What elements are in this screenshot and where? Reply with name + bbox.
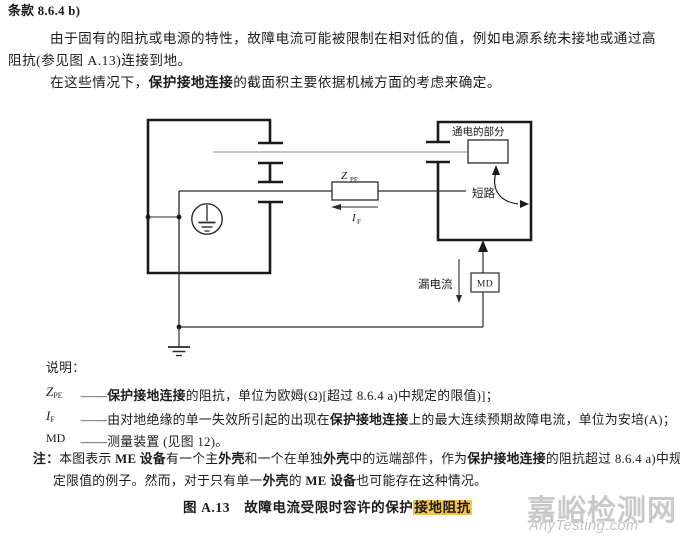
note-label: 注： [33, 452, 60, 466]
watermark-cn: 嘉峪检测网 [527, 495, 678, 527]
legend-text-md: ——测量装置 (见图 12)。 [81, 431, 228, 450]
dash: —— [81, 413, 108, 427]
note-text: 也可能存在这种情况。 [356, 474, 488, 488]
legend-symbol-zpe: ZPE [46, 384, 63, 400]
legend-symbol-if: IF [46, 408, 55, 424]
junction-dot [176, 214, 182, 220]
bold-term: ME 设备 [115, 452, 167, 466]
z-pe-subscript: PE [350, 176, 358, 184]
md-label: MD [477, 280, 493, 290]
fault-current-arrowhead [331, 204, 341, 210]
bold-term: 保护接地连接 [467, 452, 546, 466]
watermark-en: AnyTesting.com [529, 518, 639, 534]
live-part-box [467, 139, 509, 164]
paragraph2-pre: 在这些情况下， [50, 75, 149, 90]
paragraph1-line2: 阻抗(参见图 A.13)连接到地。 [8, 53, 192, 68]
text: 的阻抗，单位为欧姆(Ω)[超过 8.6.4 a)中规定的限值)]； [185, 389, 499, 403]
short-circuit-curve [494, 171, 519, 205]
leakage-arrowhead-down [456, 295, 462, 303]
note-text: 的阻抗超过 8.6.4 a)中规 [545, 452, 680, 466]
z-pe-symbol: Z [341, 170, 348, 182]
legend-text-if: ——由对地绝缘的单一失效所引起的出现在保护接地连接上的最大连续预期故障电流，单位… [81, 409, 676, 428]
dash: —— [81, 435, 108, 449]
note-text: 本图表示 [59, 452, 116, 466]
note-text: 和一个在单独 [244, 452, 324, 466]
i-f-symbol: I [351, 212, 357, 224]
paragraph2-post: 的截面积主要依据机械方面的考虑来确定。 [233, 75, 501, 90]
text: 测量装置 (见图 12)。 [107, 435, 229, 449]
bold-term: 保护接地连接 [329, 413, 409, 427]
i-f-subscript: F [357, 218, 361, 226]
leakage-current-label: 漏电流 [418, 277, 453, 291]
main-enclosure-feedthrough-bars [258, 141, 283, 204]
note-line2: 定限值的例子。然而，对于只有单一外壳的 ME 设备也可能存在这种情况。 [53, 474, 487, 489]
remote-enclosure-outline [436, 120, 533, 242]
bold-term: 外壳 [262, 474, 289, 488]
md-arrowhead-up [478, 240, 488, 252]
short-circuit-arrowhead-up [492, 165, 500, 175]
pe-impedance-resistor [331, 181, 379, 201]
note-text: 定限值的例子。然而，对于只有单一 [53, 474, 263, 488]
legend-symbol-md: MD [46, 431, 65, 446]
paragraph1-line1: 由于固有的阻抗或电源的特性，故障电流可能被限制在相对低的值，例如电源系统未接地或… [50, 31, 657, 46]
bold-term: 外壳 [218, 452, 245, 466]
z-symbol: Z [46, 384, 54, 399]
earth-ground-icon [168, 346, 190, 357]
md-box [470, 272, 500, 293]
figure-caption: 图 A.13 故障电流受限时容许的保护接地阻抗 [183, 500, 472, 516]
md-symbol: MD [46, 431, 66, 445]
bold-term: ME 设备 [305, 474, 357, 488]
live-part-label: 通电的部分 [452, 125, 505, 138]
caption-highlighted-term: 接地阻抗 [413, 500, 472, 515]
dash: —— [81, 389, 108, 403]
legend-title: 说明： [46, 361, 86, 375]
protective-earth-symbol-icon [191, 203, 223, 235]
text-pre: 由对地绝缘的单一失效所引起的出现在 [107, 413, 330, 427]
paragraph2: 在这些情况下，保护接地连接的截面积主要依据机械方面的考虑来确定。 [50, 75, 501, 91]
paragraph2-bold-term: 保护接地连接 [148, 75, 234, 90]
i-symbol: I [46, 408, 51, 423]
short-circuit-label: 短路 [472, 186, 495, 200]
main-enclosure-outline [146, 118, 272, 275]
bold-term: 外壳 [323, 452, 350, 466]
text: 上的最大连续预期故障电流，单位为安培(A)； [408, 413, 676, 427]
note-text: 有一个主 [166, 452, 219, 466]
junction-dot [145, 214, 151, 220]
note-line1: 注：本图表示 ME 设备有一个主外壳和一个在单独外壳中的远端部件，作为保护接地连… [33, 452, 680, 467]
note-text: 中的远端部件，作为 [349, 452, 468, 466]
short-circuit-arrowhead-right [520, 200, 529, 208]
z-subscript: PE [53, 391, 63, 400]
bold-term: 保护接地连接 [107, 389, 186, 403]
legend-text-zpe: ——保护接地连接的阻抗，单位为欧姆(Ω)[超过 8.6.4 a)中规定的限值)]… [81, 385, 499, 404]
clause-heading: 条款 8.6.4 b) [8, 4, 81, 18]
note-text: 的 [288, 474, 306, 488]
caption-text: 图 A.13 故障电流受限时容许的保护 [183, 500, 414, 515]
i-subscript: F [50, 415, 55, 424]
remote-enclosure-feedthrough-bars [426, 140, 450, 164]
